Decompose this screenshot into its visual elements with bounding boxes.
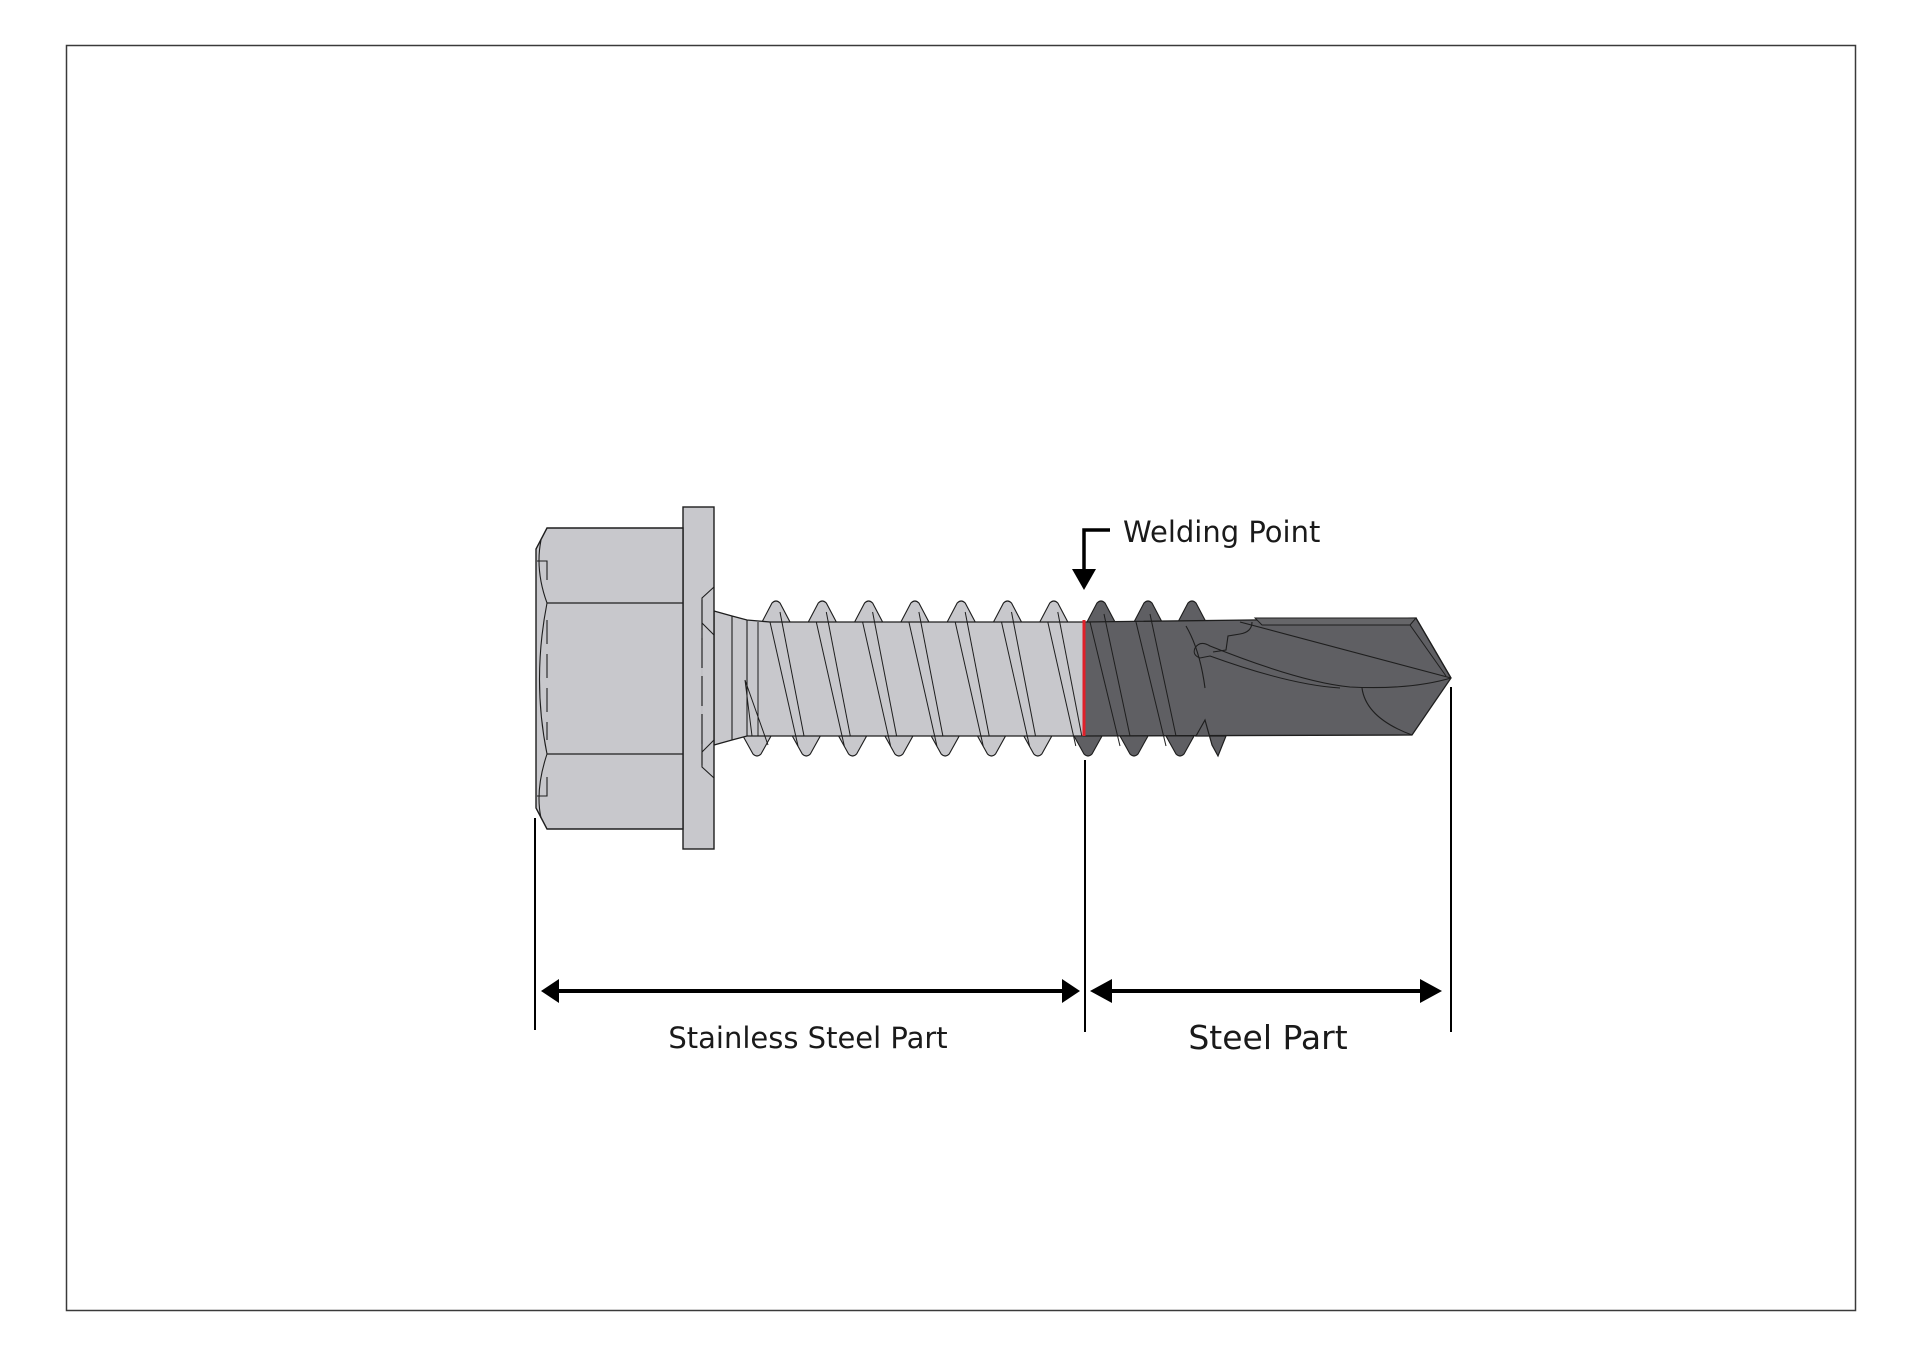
thread-crest-top <box>992 600 1023 623</box>
steel-dimension-arrow <box>1090 979 1442 1003</box>
thread-helix-line <box>862 621 892 747</box>
thread-helix-line <box>825 611 851 737</box>
dimension-lines: Stainless Steel Part Steel Part <box>534 687 1452 1057</box>
thread-helix-line <box>1135 621 1167 747</box>
arrow-left-icon <box>541 979 559 1003</box>
thread-helix-line <box>815 621 845 747</box>
arrow-left-icon <box>1090 979 1112 1003</box>
stainless-shank <box>713 610 1085 746</box>
thread-crest-bottom <box>1119 735 1149 757</box>
thread-crest-bottom <box>791 735 822 757</box>
thread-crest-top <box>1086 600 1116 623</box>
screw <box>535 506 1452 850</box>
steel-threads <box>1073 600 1207 757</box>
thread-crest-top <box>1177 600 1207 623</box>
thread-crest-bottom <box>1022 735 1053 757</box>
thread-helix-line <box>954 621 984 747</box>
steel-drill-body <box>1083 617 1452 758</box>
welding-point-arrowhead <box>1072 569 1096 590</box>
thread-helix-line <box>1089 621 1121 747</box>
welding-point-label: Welding Point <box>1123 515 1320 549</box>
thread-helix-line <box>872 611 898 737</box>
thread-helix-line <box>964 611 990 737</box>
stainless-threads <box>742 600 1069 757</box>
thread-crest-bottom <box>837 735 868 757</box>
thread-helix-line <box>1001 621 1030 747</box>
washer-flange <box>682 506 715 850</box>
thread-helix-line <box>908 621 938 747</box>
thread-helix-line <box>1149 613 1177 737</box>
thread-crest-bottom <box>1165 735 1195 757</box>
steel-thread-helix <box>1089 613 1206 747</box>
thread-helix-line <box>1047 621 1077 747</box>
thread-helix-line <box>779 611 805 737</box>
hex-head <box>535 527 684 830</box>
thread-crest-bottom <box>1073 735 1103 757</box>
arrow-right-icon <box>1420 979 1442 1003</box>
thread-runout-line <box>1185 625 1206 689</box>
thread-crest-bottom <box>742 735 772 757</box>
steel-part-label: Steel Part <box>1188 1018 1347 1057</box>
thread-crest-top <box>946 600 977 623</box>
page-frame <box>65 44 1857 1312</box>
thread-crest-top <box>807 600 838 623</box>
arrow-right-icon <box>1062 979 1080 1003</box>
thread-helix-line <box>918 611 944 737</box>
thread-crest-top <box>899 600 930 623</box>
thread-helix-line <box>1011 611 1036 737</box>
thread-crest-top <box>761 600 791 623</box>
thread-crest-top <box>853 600 884 623</box>
stainless-thread-helix <box>769 611 1083 747</box>
welding-point-callout: Welding Point <box>1072 515 1320 590</box>
thread-crest-bottom <box>930 735 961 757</box>
welding-point-arrow-icon <box>1082 528 1110 572</box>
thread-crest-top <box>1133 600 1163 623</box>
stainless-steel-part-label: Stainless Steel Part <box>668 1021 947 1055</box>
thread-crest-bottom <box>883 735 914 757</box>
stainless-dimension-arrow <box>541 979 1080 1003</box>
thread-helix-line <box>769 621 799 747</box>
thread-helix-line <box>1103 613 1131 737</box>
thread-crest-bottom <box>976 735 1007 757</box>
thread-helix-line <box>1057 611 1083 737</box>
thread-crest-top <box>1038 600 1069 623</box>
